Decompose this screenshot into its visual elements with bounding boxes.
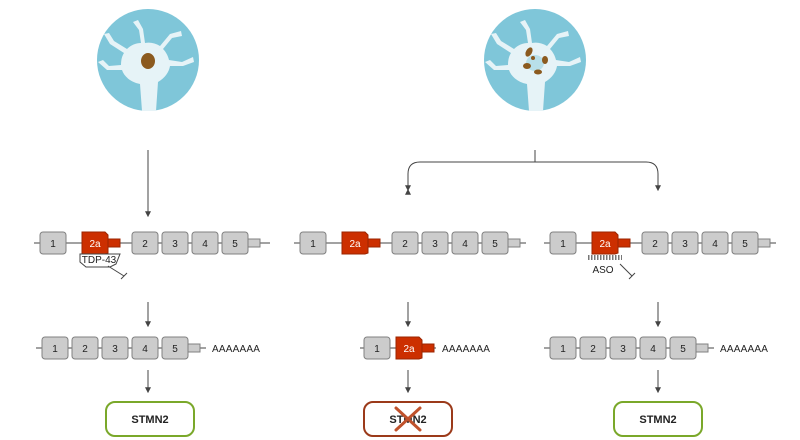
tdp43-aggregate <box>542 56 548 64</box>
tdp43-aggregate <box>525 47 533 57</box>
tdp43-aggregate <box>534 69 542 75</box>
pre-mrna-disease: 1 2a 2 3 4 5 <box>294 231 526 255</box>
exon-1-label: 1 <box>374 344 380 355</box>
polya-tail-label: AAAAAAA <box>720 344 768 355</box>
exon-2a-label: 2a <box>349 239 361 250</box>
exon-2a-tail <box>107 238 121 248</box>
exon-4-label: 4 <box>142 344 148 355</box>
product-box-healthy: STMN2 <box>105 401 195 437</box>
pre-mrna-aso: 1 2a 2 3 4 5 ASO <box>544 231 776 280</box>
polya-tail-label: AAAAAAA <box>442 344 490 355</box>
exon-4-label: 4 <box>650 344 656 355</box>
exon-1-label: 1 <box>310 239 316 250</box>
exon-4-label: 4 <box>462 239 468 250</box>
exon-1-label: 1 <box>560 239 566 250</box>
exon-2-label: 2 <box>402 239 408 250</box>
exon-4-label: 4 <box>202 239 208 250</box>
exon-3-label: 3 <box>172 239 178 250</box>
aso-oligo <box>588 255 622 260</box>
mrna-truncated: 1 2a AAAAAAA <box>360 336 490 360</box>
exon-2-label: 2 <box>590 344 596 355</box>
product-label: STMN2 <box>639 414 676 426</box>
exon-2-label: 2 <box>82 344 88 355</box>
inhibition-line <box>107 265 125 277</box>
diseased-neuron-icon <box>484 9 586 111</box>
exon-2a-label: 2a <box>599 239 611 250</box>
tdp43-aggregate <box>523 63 531 69</box>
exon-1 <box>39 231 67 255</box>
exon-2-label: 2 <box>142 239 148 250</box>
tdp43-aggregate <box>531 56 535 60</box>
exon-3-label: 3 <box>432 239 438 250</box>
pre-mrna-healthy: 1 2a 2 3 4 5 TDP-43 <box>34 231 270 280</box>
exon-2-label: 2 <box>652 239 658 250</box>
mrna-restored: 1 2 3 4 5 AAAAAAA <box>544 336 768 360</box>
product-label: STMN2 <box>131 414 168 426</box>
polya-tail-label: AAAAAAA <box>212 344 260 355</box>
branch-arrow <box>405 150 661 195</box>
exon-5-label: 5 <box>680 344 686 355</box>
healthy-neuron-icon <box>97 9 199 111</box>
exon-5-label: 5 <box>172 344 178 355</box>
healthy-nucleus <box>141 53 155 69</box>
product-box-restored: STMN2 <box>613 401 703 437</box>
tdp43-label: TDP-43 <box>82 255 117 266</box>
exon-4-label: 4 <box>712 239 718 250</box>
exon-1-label: 1 <box>50 239 56 250</box>
exon-1-label: 1 <box>52 344 58 355</box>
exon-3-label: 3 <box>682 239 688 250</box>
exon-2a-label: 2a <box>89 239 101 250</box>
exon-5-label: 5 <box>232 239 238 250</box>
exon-3-label: 3 <box>620 344 626 355</box>
exon-2a-label: 2a <box>403 344 415 355</box>
product-box-lost: STMN2 <box>363 401 453 437</box>
exon-5-label: 5 <box>742 239 748 250</box>
cross-icon <box>394 406 422 432</box>
exon-3-label: 3 <box>112 344 118 355</box>
mrna-healthy: 1 2 3 4 5 AAAAAAA <box>36 336 260 360</box>
exon-5-label: 5 <box>492 239 498 250</box>
inhibition-line <box>619 263 633 277</box>
aso-label: ASO <box>592 265 613 276</box>
exon-1-label: 1 <box>560 344 566 355</box>
